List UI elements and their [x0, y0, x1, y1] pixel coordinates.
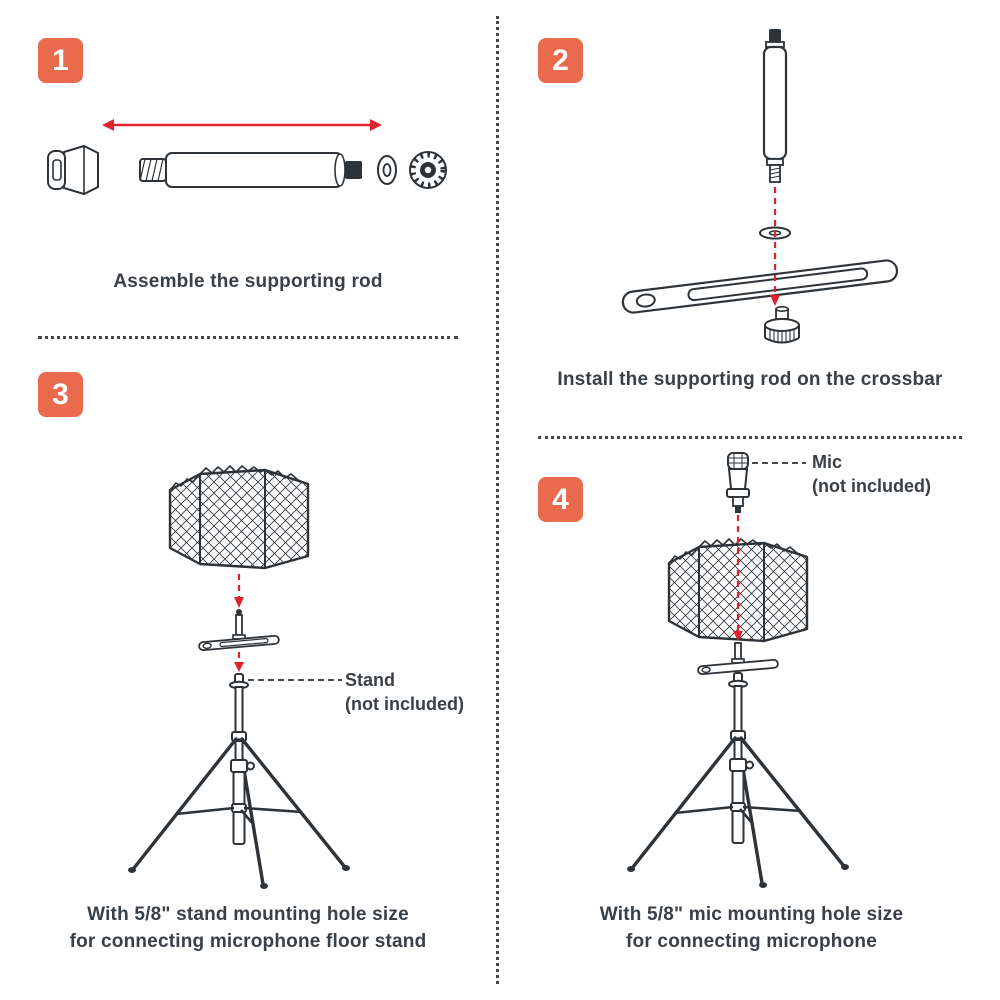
- crossbar-small: [697, 658, 779, 676]
- supporting-rod-vertical: [762, 29, 788, 183]
- step3-shield-on-stand-illustration: [126, 464, 352, 891]
- thumb-nut: [409, 151, 447, 189]
- right-section-divider: [538, 436, 962, 439]
- left-section-divider: [38, 336, 458, 339]
- stand-annotation-label: Stand: [345, 670, 396, 690]
- step4-mic-mounting-illustration: [625, 452, 851, 890]
- step-1-badge: 1: [38, 38, 83, 83]
- step-1-caption: Assemble the supporting rod: [113, 271, 383, 292]
- step-3-caption: With 5/8" stand mounting hole size for c…: [0, 901, 496, 955]
- red-dashed-arrow: [733, 515, 743, 641]
- rod-adapter: [47, 144, 99, 196]
- step-2-badge: 2: [538, 38, 583, 83]
- tripod-stand: [126, 672, 352, 891]
- step-4-caption: With 5/8" mic mounting hole size for con…: [503, 901, 1000, 955]
- red-dashed-arrow-upper: [234, 574, 244, 608]
- thumb-nut: [764, 305, 800, 344]
- supporting-rod: [139, 152, 362, 188]
- crossbar: [621, 259, 899, 314]
- step-4-caption-line1: With 5/8" mic mounting hole size: [599, 904, 904, 925]
- red-dashed-arrow-lower: [234, 652, 244, 672]
- step-4-caption-line2: for connecting microphone: [626, 931, 877, 952]
- red-double-arrow: [102, 119, 382, 131]
- step-4-badge: 4: [538, 477, 583, 522]
- washer: [377, 155, 397, 185]
- step-3-caption-line2: for connecting microphone floor stand: [69, 931, 427, 952]
- microphone: [726, 452, 750, 513]
- tripod-stand: [625, 671, 851, 890]
- step1-rod-assembly-illustration: [47, 119, 447, 196]
- center-divider: [496, 16, 499, 984]
- step-3-badge: 3: [38, 372, 83, 417]
- mic-annotation-note: (not included): [812, 476, 931, 496]
- step-3-caption-line1: With 5/8" stand mounting hole size: [87, 904, 409, 925]
- stand-annotation: Stand (not included): [345, 668, 464, 716]
- step-2-caption: Install the supporting rod on the crossb…: [557, 369, 943, 390]
- step2-crossbar-install-illustration: [621, 29, 899, 344]
- supporting-rod-small: [232, 609, 246, 640]
- isolation-shield: [168, 464, 310, 570]
- stand-annotation-note: (not included): [345, 694, 464, 714]
- supporting-rod-small: [731, 642, 745, 664]
- red-dashed-arrow: [770, 187, 780, 306]
- mic-annotation-label: Mic: [812, 452, 843, 472]
- mic-annotation: Mic (not included): [812, 450, 931, 498]
- crossbar-small: [198, 634, 280, 652]
